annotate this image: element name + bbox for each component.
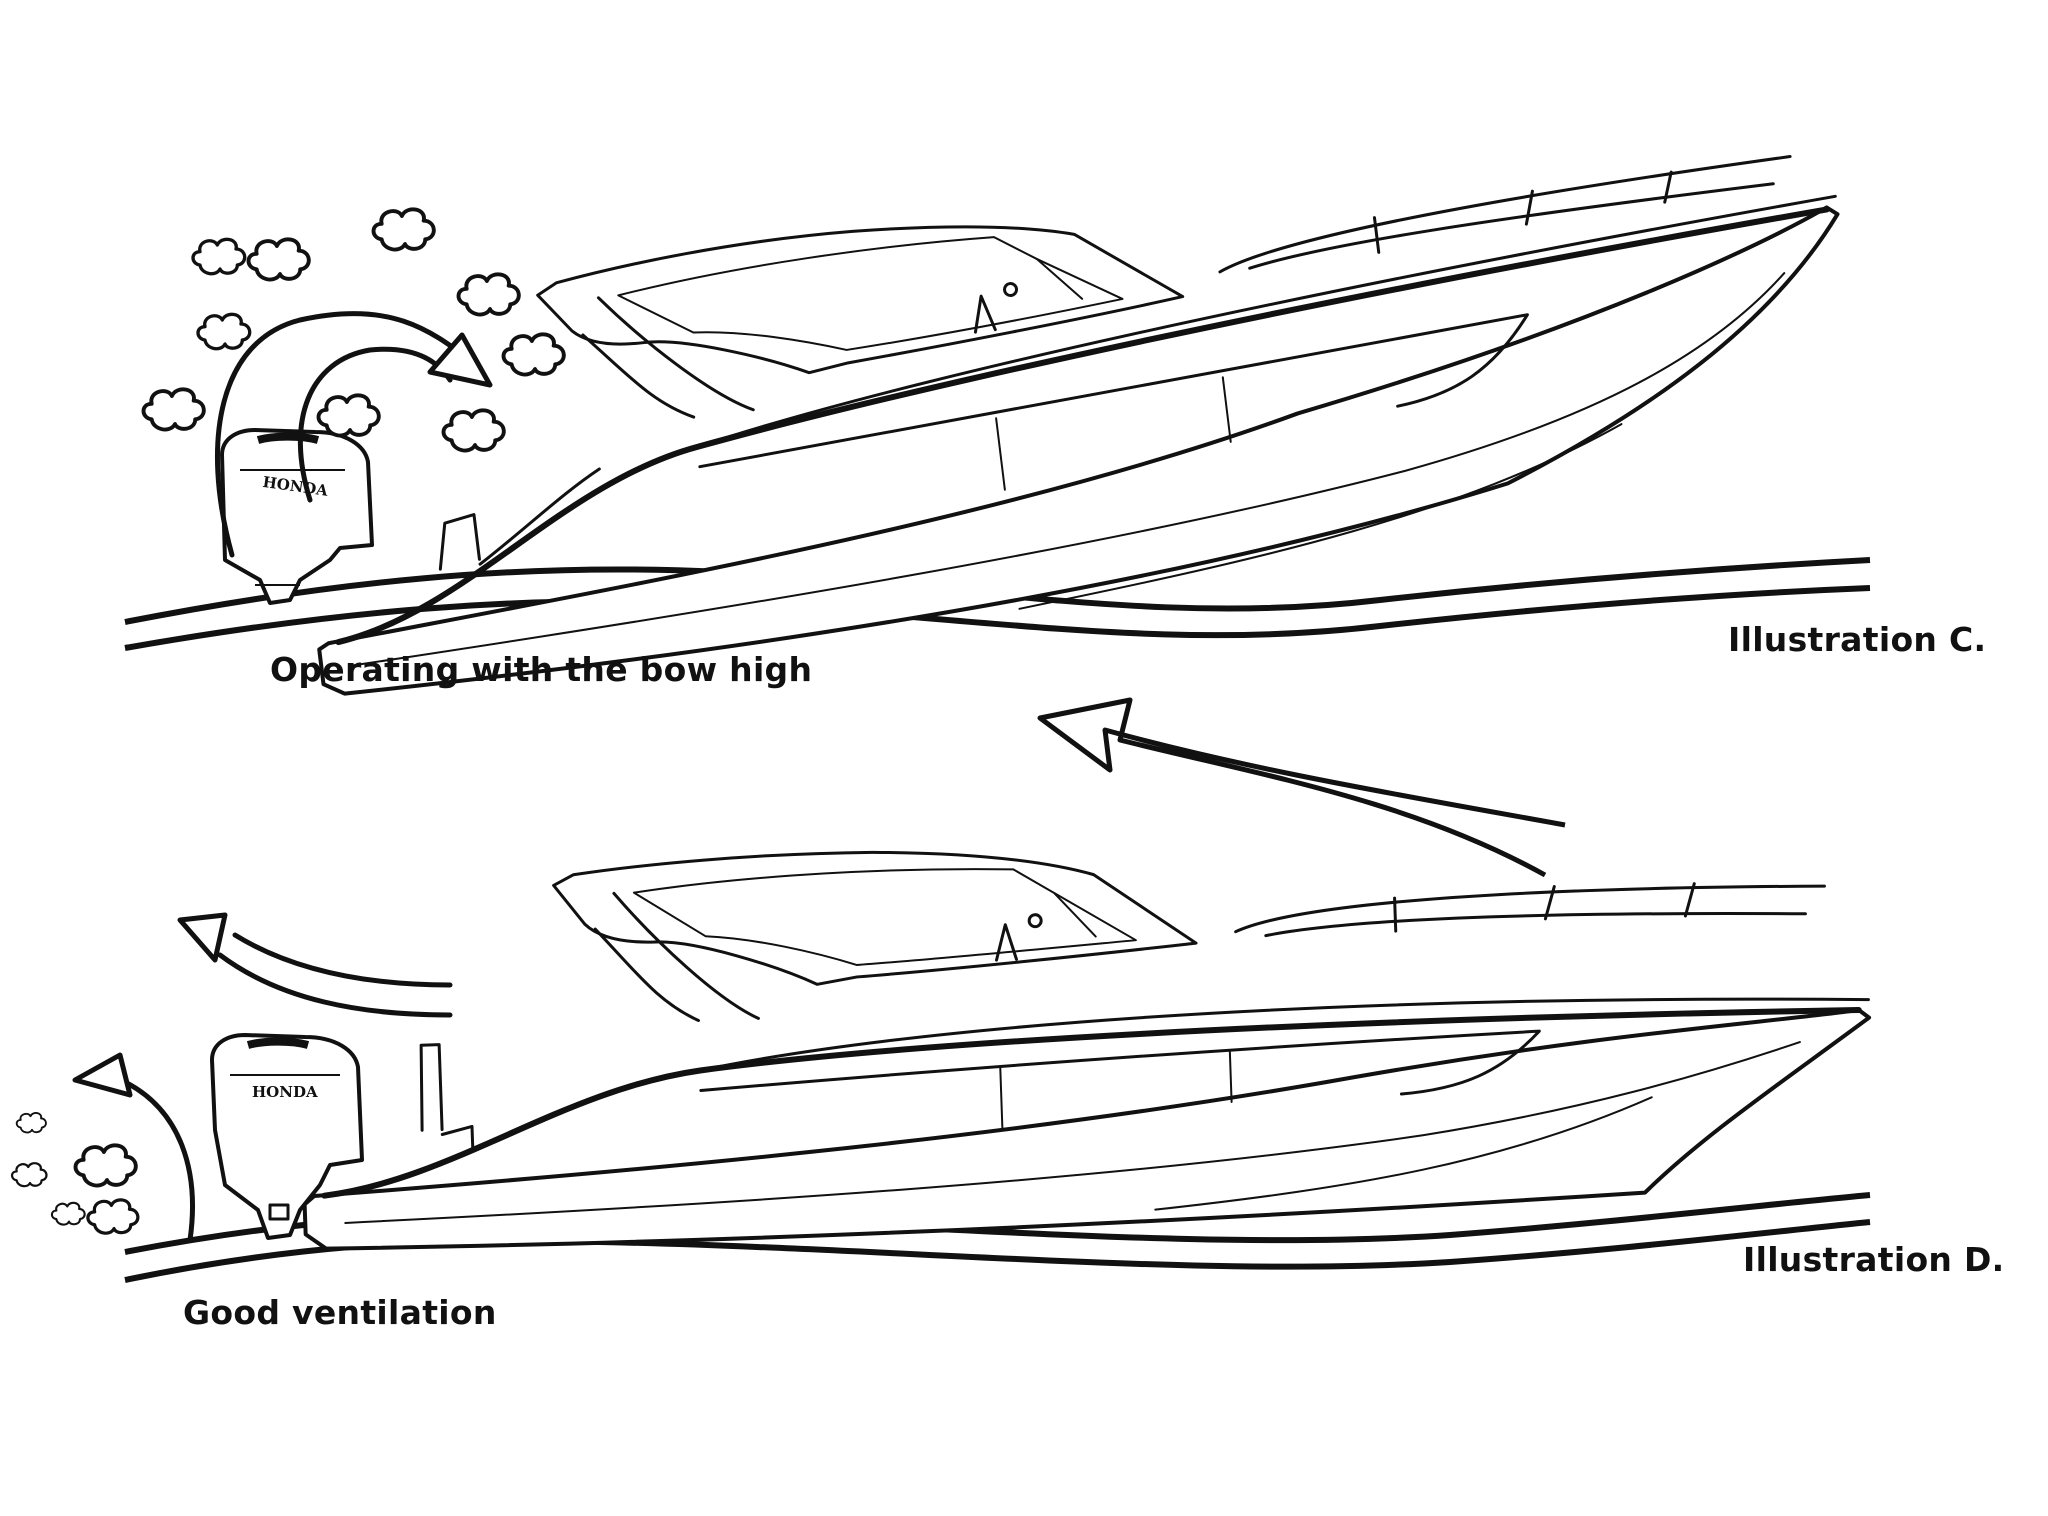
airflow-arrow-d-rear: [232, 932, 453, 988]
boat-c-sheer: [335, 206, 1830, 646]
smoke-puff: [196, 312, 252, 351]
exhaust-flow-arrow-c-outer: [215, 311, 473, 558]
illustration-label-d: Illustration D.: [1743, 1240, 2005, 1279]
smoke-puff: [86, 1198, 140, 1235]
caption-c: Operating with the bow high: [270, 650, 813, 689]
smoke-puff: [50, 1201, 86, 1226]
smoke-puff: [319, 395, 379, 435]
smoke-puff: [191, 237, 247, 276]
smoke-puff: [10, 1162, 48, 1188]
boat-c-hull: [317, 205, 1840, 696]
smoke-puff: [501, 332, 566, 377]
smoke-puff: [15, 1111, 48, 1134]
smoke-puff: [141, 387, 206, 432]
panel-d: HONDA: [10, 697, 1872, 1283]
smoke-puff: [76, 1145, 136, 1185]
arrowhead-d-rear: [177, 912, 228, 963]
outboard-motor-c: HONDA: [220, 428, 374, 605]
exhaust-flow-arrow-d: [122, 1079, 195, 1243]
engine-brand-d: HONDA: [252, 1083, 318, 1101]
boat-d-cabin: [552, 850, 1198, 986]
airflow-arrow-d-main: [1037, 697, 1566, 878]
boat-c-cabin: [536, 225, 1185, 375]
panel-c: HONDA: [124, 155, 1871, 696]
caption-d: Good ventilation: [183, 1293, 497, 1332]
boat-d: [302, 850, 1872, 1251]
smoke-puff: [371, 207, 436, 252]
outboard-motor-d: HONDA: [210, 1033, 364, 1240]
boat-d-sheer: [321, 1006, 1862, 1199]
arrowhead-c: [427, 332, 493, 388]
water-line-c-upper: [124, 557, 1871, 625]
arrowhead-d-exhaust: [72, 1052, 133, 1098]
airflow-arrow-d-rear-lower: [217, 952, 453, 1018]
boat-c-bow-rail: [1218, 155, 1792, 274]
boat-c: [317, 155, 1840, 696]
smoke-puff: [246, 237, 311, 282]
smoke-puff: [456, 272, 521, 317]
smoke-puffs-d: [10, 1111, 140, 1235]
boat-d-bow-rail: [1234, 882, 1826, 938]
illustration-label-c: Illustration C.: [1728, 620, 1987, 659]
exhaust-flow-arrow-c-inner: [297, 346, 453, 503]
smoke-puffs-c: [141, 207, 566, 450]
smoke-puff: [444, 410, 504, 450]
